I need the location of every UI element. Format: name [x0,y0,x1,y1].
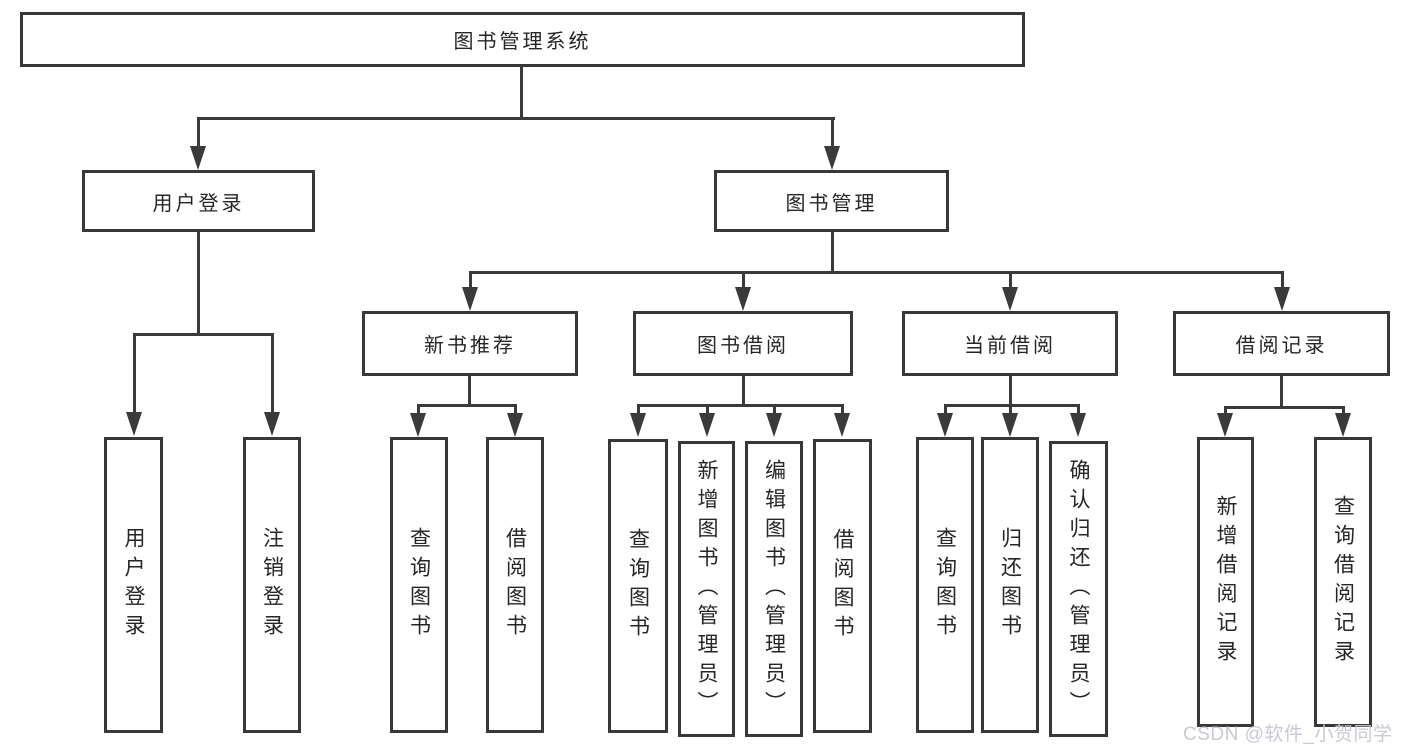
leaf-query-book-2: 查询图书 [608,439,668,733]
arrowhead-down-icon [630,413,646,437]
node-label: 查询图书 [626,528,650,644]
connector-line [133,333,136,414]
leaf-borrow-book-1: 借阅图书 [486,437,544,733]
node-user-login: 用户登录 [82,170,315,232]
connector-line [637,404,844,407]
arrowhead-down-icon [1002,287,1018,311]
leaf-query-borrow-record: 查询借阅记录 [1314,437,1372,727]
node-label: 借阅图书 [831,528,854,644]
arrowhead-down-icon [937,413,953,437]
leaf-user-login: 用户登录 [104,437,163,733]
connector-line [637,404,640,415]
leaf-logout: 注销登录 [243,437,301,733]
connector-line [1009,376,1012,407]
arrowhead-down-icon [1002,413,1018,437]
arrowhead-down-icon [507,413,523,437]
connector-line [742,376,745,407]
connector-line [1077,404,1080,415]
node-label: 借阅记录 [1235,335,1328,357]
node-label: 确认归还（管理员） [1067,458,1090,720]
node-label: 图书借阅 [697,335,789,357]
node-label: 查询图书 [407,527,431,643]
connector-line [271,333,274,414]
arrowhead-down-icon [766,413,782,437]
node-label: 编辑图书（管理员） [762,458,786,720]
node-label: 新增借阅记录 [1214,495,1237,669]
node-label: 用户登录 [152,192,245,215]
connector-line [1342,406,1345,415]
connector-line [1224,406,1227,415]
node-borrow-record: 借阅记录 [1173,311,1390,376]
node-label: 当前借阅 [964,335,1056,357]
arrowhead-down-icon [824,146,840,170]
node-current-borrow: 当前借阅 [902,311,1118,376]
connector-line [1009,271,1012,289]
arrowhead-down-icon [410,413,426,437]
leaf-borrow-book-2: 借阅图书 [813,439,872,733]
arrowhead-down-icon [264,412,280,436]
arrowhead-down-icon [190,146,206,170]
connector-line [831,117,834,148]
connector-line [1281,271,1284,289]
leaf-edit-book-admin: 编辑图书（管理员） [745,441,803,737]
csdn-watermark: CSDN @软件_小贺同学 [1183,724,1393,745]
arrowhead-down-icon [1070,413,1086,437]
connector-line [944,404,947,415]
node-label: 用户登录 [122,527,145,643]
arrowhead-down-icon [735,287,751,311]
node-label: 借阅图书 [503,527,527,643]
leaf-confirm-return-admin: 确认归还（管理员） [1049,441,1108,737]
connector-line [841,404,844,415]
node-label: 查询图书 [933,527,957,643]
arrowhead-down-icon [1274,287,1290,311]
node-book-management: 图书管理 [714,170,949,232]
arrowhead-down-icon [1335,413,1351,437]
connector-line [742,271,745,289]
node-label: 查询借阅记录 [1331,495,1355,669]
node-label: 图书管理系统 [453,31,592,53]
node-label: 新增图书（管理员） [695,458,718,720]
arrowhead-down-icon [699,413,715,437]
connector-line [773,404,776,415]
connector-line [133,333,274,336]
connector-line [514,404,517,415]
connector-line [1009,404,1012,415]
connector-line [469,271,1284,274]
arrowhead-down-icon [462,287,478,311]
connector-line [197,232,200,336]
node-label: 新书推荐 [424,335,516,357]
connector-line [1224,406,1345,409]
node-label: 图书管理 [785,192,878,215]
connector-line [944,404,1080,407]
leaf-query-book-1: 查询图书 [390,437,448,733]
connector-line [1280,376,1283,409]
node-new-book-recommend: 新书推荐 [362,311,578,376]
node-label: 注销登录 [260,527,284,643]
connector-line [417,404,517,407]
arrowhead-down-icon [126,412,142,436]
connector-line [831,232,834,274]
connector-line [197,117,200,148]
arrowhead-down-icon [834,413,850,437]
node-book-borrow: 图书借阅 [633,311,853,376]
node-library-system: 图书管理系统 [20,12,1025,67]
connector-line [417,404,420,415]
leaf-return-book: 归还图书 [981,437,1039,733]
connector-line [706,404,709,415]
connector-line [468,376,471,407]
arrowhead-down-icon [1217,413,1233,437]
leaf-add-book-admin: 新增图书（管理员） [678,441,735,737]
connector-line [520,67,523,120]
leaf-add-borrow-record: 新增借阅记录 [1197,437,1254,727]
node-label: 归还图书 [998,527,1022,643]
leaf-query-book-3: 查询图书 [916,437,974,733]
connector-line [469,271,472,289]
connector-line [197,117,835,120]
